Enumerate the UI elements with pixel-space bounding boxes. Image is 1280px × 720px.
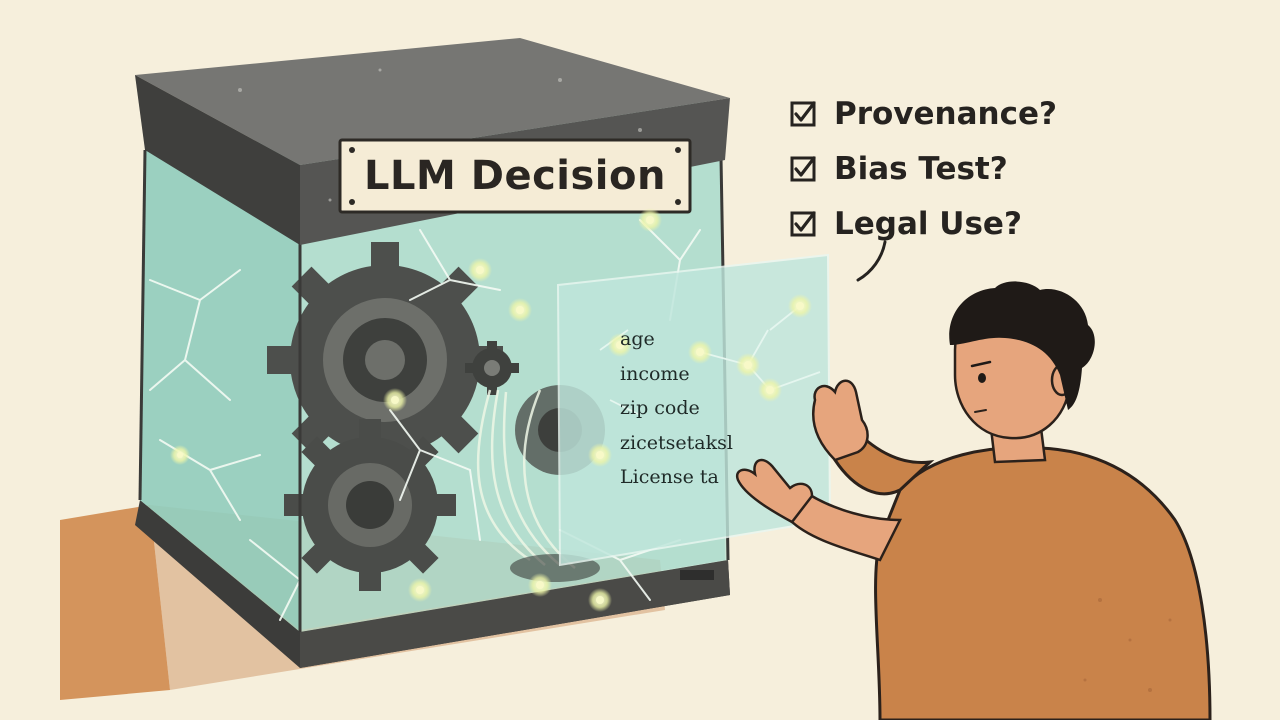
glow-nodes bbox=[170, 208, 812, 612]
data-panel-fields: age income zip code zicetsetaksl License… bbox=[590, 322, 810, 495]
cabinet-base bbox=[135, 500, 730, 668]
shirt bbox=[874, 446, 1212, 720]
hair bbox=[949, 281, 1095, 410]
checklist-item-bias-test: Bias Test? bbox=[790, 141, 1090, 196]
field-license: License ta bbox=[620, 466, 719, 488]
gear-small bbox=[465, 341, 519, 395]
gear-lower bbox=[284, 419, 456, 591]
checklist-item-legal-use: Legal Use? bbox=[790, 196, 1090, 251]
field-zip-code: zip code bbox=[620, 397, 700, 419]
sign-plate bbox=[338, 138, 692, 214]
checked-box-icon bbox=[790, 155, 816, 181]
checklist-label: Bias Test? bbox=[834, 150, 1008, 187]
cabinet-lid-side bbox=[135, 75, 300, 245]
checked-box-icon bbox=[790, 210, 816, 236]
vent-grille bbox=[680, 570, 714, 580]
checklist: Provenance? Bias Test? Legal Use? bbox=[790, 86, 1090, 251]
floor-shadow bbox=[60, 505, 170, 700]
person bbox=[735, 281, 1212, 720]
checklist-label: Legal Use? bbox=[834, 205, 1022, 242]
field-income: income bbox=[620, 362, 690, 385]
field-garbled: zicetsetaksl bbox=[620, 431, 733, 454]
sign-title: LLM Decision bbox=[364, 153, 666, 199]
field-age: age bbox=[620, 328, 655, 350]
checked-box-icon bbox=[790, 100, 816, 126]
checklist-label: Provenance? bbox=[834, 95, 1057, 132]
checklist-item-provenance: Provenance? bbox=[790, 86, 1090, 141]
hand-lower bbox=[735, 458, 814, 524]
hand-upper bbox=[811, 379, 869, 462]
wires bbox=[476, 389, 576, 569]
cabinet-lid-top bbox=[135, 38, 730, 165]
speech-tick bbox=[856, 240, 887, 282]
